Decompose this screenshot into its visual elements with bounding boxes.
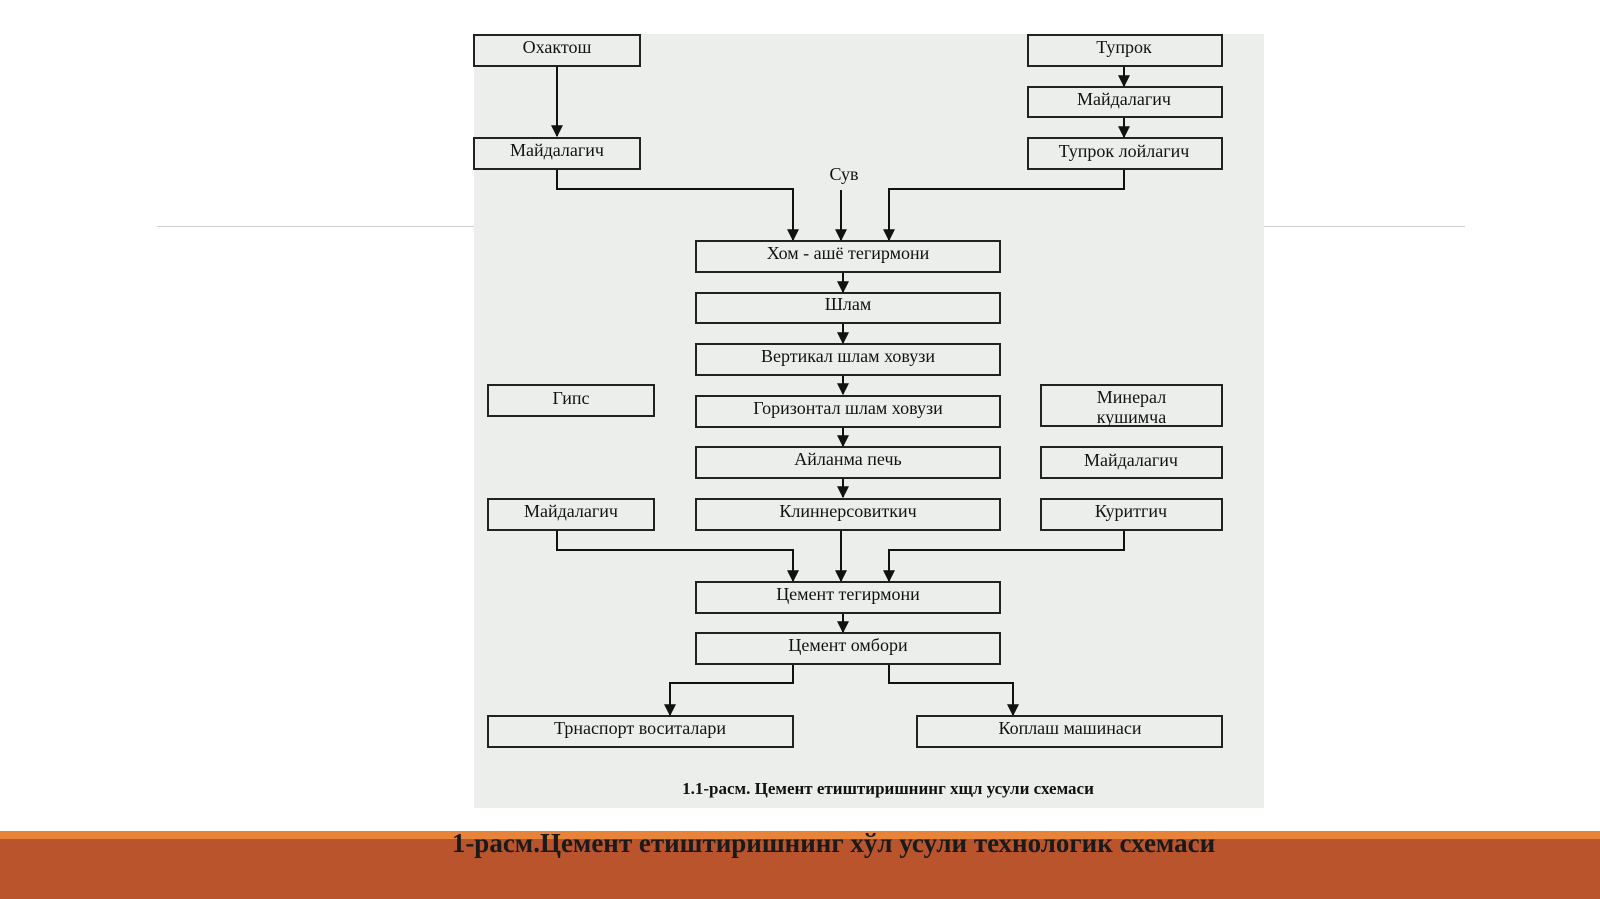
edge-n18-n19: [664, 665, 794, 717]
node-gorizontal-shlam-khovuzi: Горизонтал шлам ховузи: [695, 395, 1001, 428]
svg-text:Горизонтал шлам ховузи: Горизонтал шлам ховузи: [753, 398, 943, 418]
svg-text:Хом - ашё тегирмони: Хом - ашё тегирмони: [767, 243, 930, 263]
node-tuprok-loylagich: Тупрок лойлагич: [1027, 137, 1223, 170]
footer-accent-stripe: [0, 831, 1600, 839]
node-tsement-ombori: Цемент омбори: [695, 632, 1001, 665]
svg-text:Майдалагич: Майдалагич: [1077, 89, 1171, 109]
node-maydalagich-right-top: Майдалагич: [1027, 86, 1223, 118]
node-khom-ashyo-tegirmoni: Хом - ашё тегирмони: [695, 240, 1001, 273]
node-gips: Гипс: [487, 384, 655, 417]
node-klinnersovitkich: Клиннерсовиткич: [695, 498, 1001, 531]
svg-text:Трнаспорт воситалари: Трнаспорт воситалари: [554, 718, 726, 738]
node-maydalagich-right-mid: Майдалагич: [1040, 446, 1223, 479]
node-maydalagich-left-bottom: Майдалагич: [487, 498, 655, 531]
connectors: [551, 66, 1130, 717]
node-koplash-mashinasi: Коплаш машинаси: [916, 715, 1223, 748]
diagram-caption: 1.1-расм. Цемент етиштиришнинг хщл усули…: [682, 779, 1094, 798]
water-label: Сув: [829, 164, 858, 184]
svg-text:Цемент тегирмони: Цемент тегирмони: [776, 584, 920, 604]
node-tsement-tegirmoni: Цемент тегирмони: [695, 581, 1001, 614]
node-shlam: Шлам: [695, 292, 1001, 324]
node-okhaktosh: Охактош: [473, 34, 641, 67]
svg-text:Коплаш машинаси: Коплаш машинаси: [998, 718, 1141, 738]
node-transport-vositalari: Трнаспорт воситалари: [487, 715, 794, 748]
divider-left: [157, 226, 475, 227]
node-maydalagich-left-top: Майдалагич: [473, 137, 641, 170]
svg-text:Клиннерсовиткич: Клиннерсовиткич: [779, 501, 916, 521]
node-kuritgich: Куритгич: [1040, 498, 1223, 531]
svg-text:Майдалагич: Майдалагич: [524, 501, 618, 521]
node-mineral-kushimcha: Минерал кушимча: [1040, 384, 1223, 427]
edge-n14-n17: [556, 530, 799, 583]
svg-text:Тупрок: Тупрок: [1096, 37, 1152, 57]
node-aylanma-pech: Айланма печь: [695, 446, 1001, 479]
svg-text:Тупрок лойлагич: Тупрок лойлагич: [1059, 141, 1190, 161]
svg-text:Айланма печь: Айланма печь: [794, 449, 901, 469]
svg-text:Вертикал шлам ховузи: Вертикал шлам ховузи: [761, 346, 935, 366]
edge-n5-n6: [883, 170, 1125, 242]
divider-right: [1262, 226, 1465, 227]
svg-text:Майдалагич: Майдалагич: [510, 140, 604, 160]
footer-bar: [0, 839, 1600, 899]
edge-n3-n6: [556, 170, 799, 242]
svg-text:Охактош: Охактош: [523, 37, 592, 57]
svg-text:Цемент омбори: Цемент омбори: [788, 635, 908, 655]
svg-text:Шлам: Шлам: [825, 294, 872, 314]
svg-text:Гипс: Гипс: [553, 388, 590, 408]
svg-text:Майдалагич: Майдалагич: [1084, 450, 1178, 470]
svg-text:Куритгич: Куритгич: [1095, 501, 1167, 521]
edge-n16-n17: [883, 530, 1125, 583]
slide-title: 1-расм.Цемент етиштиришнинг хўл усули те…: [451, 828, 1216, 858]
edge-n18-n20: [888, 665, 1019, 717]
node-vertikal-shlam-khovuzi: Вертикал шлам ховузи: [695, 343, 1001, 376]
node-tuprok: Тупрок: [1027, 34, 1223, 67]
